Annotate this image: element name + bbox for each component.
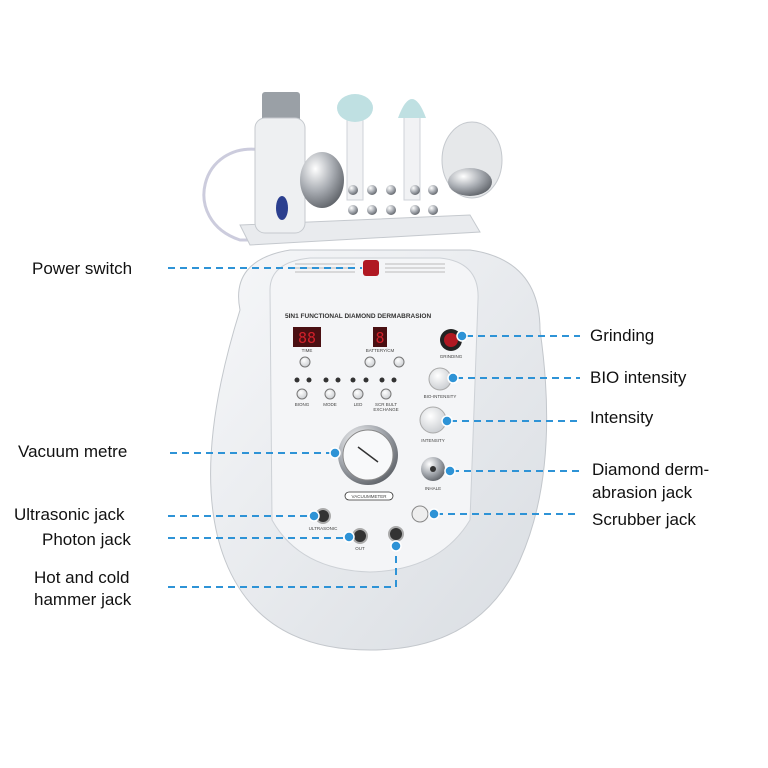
hammer-jack[interactable] xyxy=(388,526,404,542)
callout-diamond-jack-line2: abrasion jack xyxy=(592,483,693,502)
battery-display-value: 8 xyxy=(375,329,384,347)
callout-power-switch: Power switch xyxy=(32,259,132,278)
callout-hammer-jack-line1: Hot and cold xyxy=(34,568,129,587)
suction-cup-1 xyxy=(337,94,373,122)
ultrasonic-label: ULTRASONIC xyxy=(309,526,338,531)
callout-vacuum-metre: Vacuum metre xyxy=(18,442,127,461)
out-label: OUT xyxy=(355,546,365,551)
battery-label: BATTERY/CM xyxy=(366,348,395,353)
time-display-value: 88 xyxy=(298,329,316,347)
vacuum-gauge xyxy=(338,425,398,485)
led-label: LED xyxy=(354,402,364,407)
mode-label: MODE xyxy=(323,402,337,407)
photon-head xyxy=(300,152,344,208)
ultrasonic-scrubber xyxy=(262,92,300,122)
photon-jack[interactable] xyxy=(352,528,368,544)
grinding-label: GRINDING xyxy=(440,354,463,359)
callout-diamond-jack-line1: Diamond derm- xyxy=(592,460,709,479)
suction-cup-2 xyxy=(398,99,426,118)
bio-label: BIONG xyxy=(295,402,310,407)
time-label: TIME xyxy=(302,348,313,353)
intensity-label: INTENSITY xyxy=(421,438,445,443)
indicator-leds xyxy=(294,377,397,383)
callout-grinding: Grinding xyxy=(590,326,654,345)
power-switch[interactable] xyxy=(363,260,379,276)
panel-knobs[interactable] xyxy=(296,356,405,400)
exchange-label: EXCHANGE xyxy=(373,407,398,412)
battery-display xyxy=(373,327,387,347)
callout-scrubber-jack: Scrubber jack xyxy=(592,510,696,529)
inhale-label: INHALE xyxy=(425,486,441,491)
scrubber-jack[interactable] xyxy=(411,505,429,523)
bio-intensity-label: BIO-INTENSITY xyxy=(424,394,457,399)
handpiece-tray xyxy=(239,92,503,246)
callout-ultrasonic-jack: Ultrasonic jack xyxy=(14,505,125,524)
callout-lines xyxy=(168,267,580,588)
callout-photon-jack: Photon jack xyxy=(42,530,131,549)
panel-title: 5IN1 FUNCTIONAL DIAMOND DERMABRASION xyxy=(285,313,431,320)
callout-hammer-jack-line2: hammer jack xyxy=(34,590,132,609)
scr-label: SCR BULT xyxy=(375,402,397,407)
vacuummeter-label: VACUUMMETER xyxy=(352,494,388,499)
cable xyxy=(202,147,263,242)
time-display xyxy=(293,327,321,347)
callout-bio-intensity: BIO intensity xyxy=(590,368,687,387)
callout-intensity: Intensity xyxy=(590,408,654,427)
